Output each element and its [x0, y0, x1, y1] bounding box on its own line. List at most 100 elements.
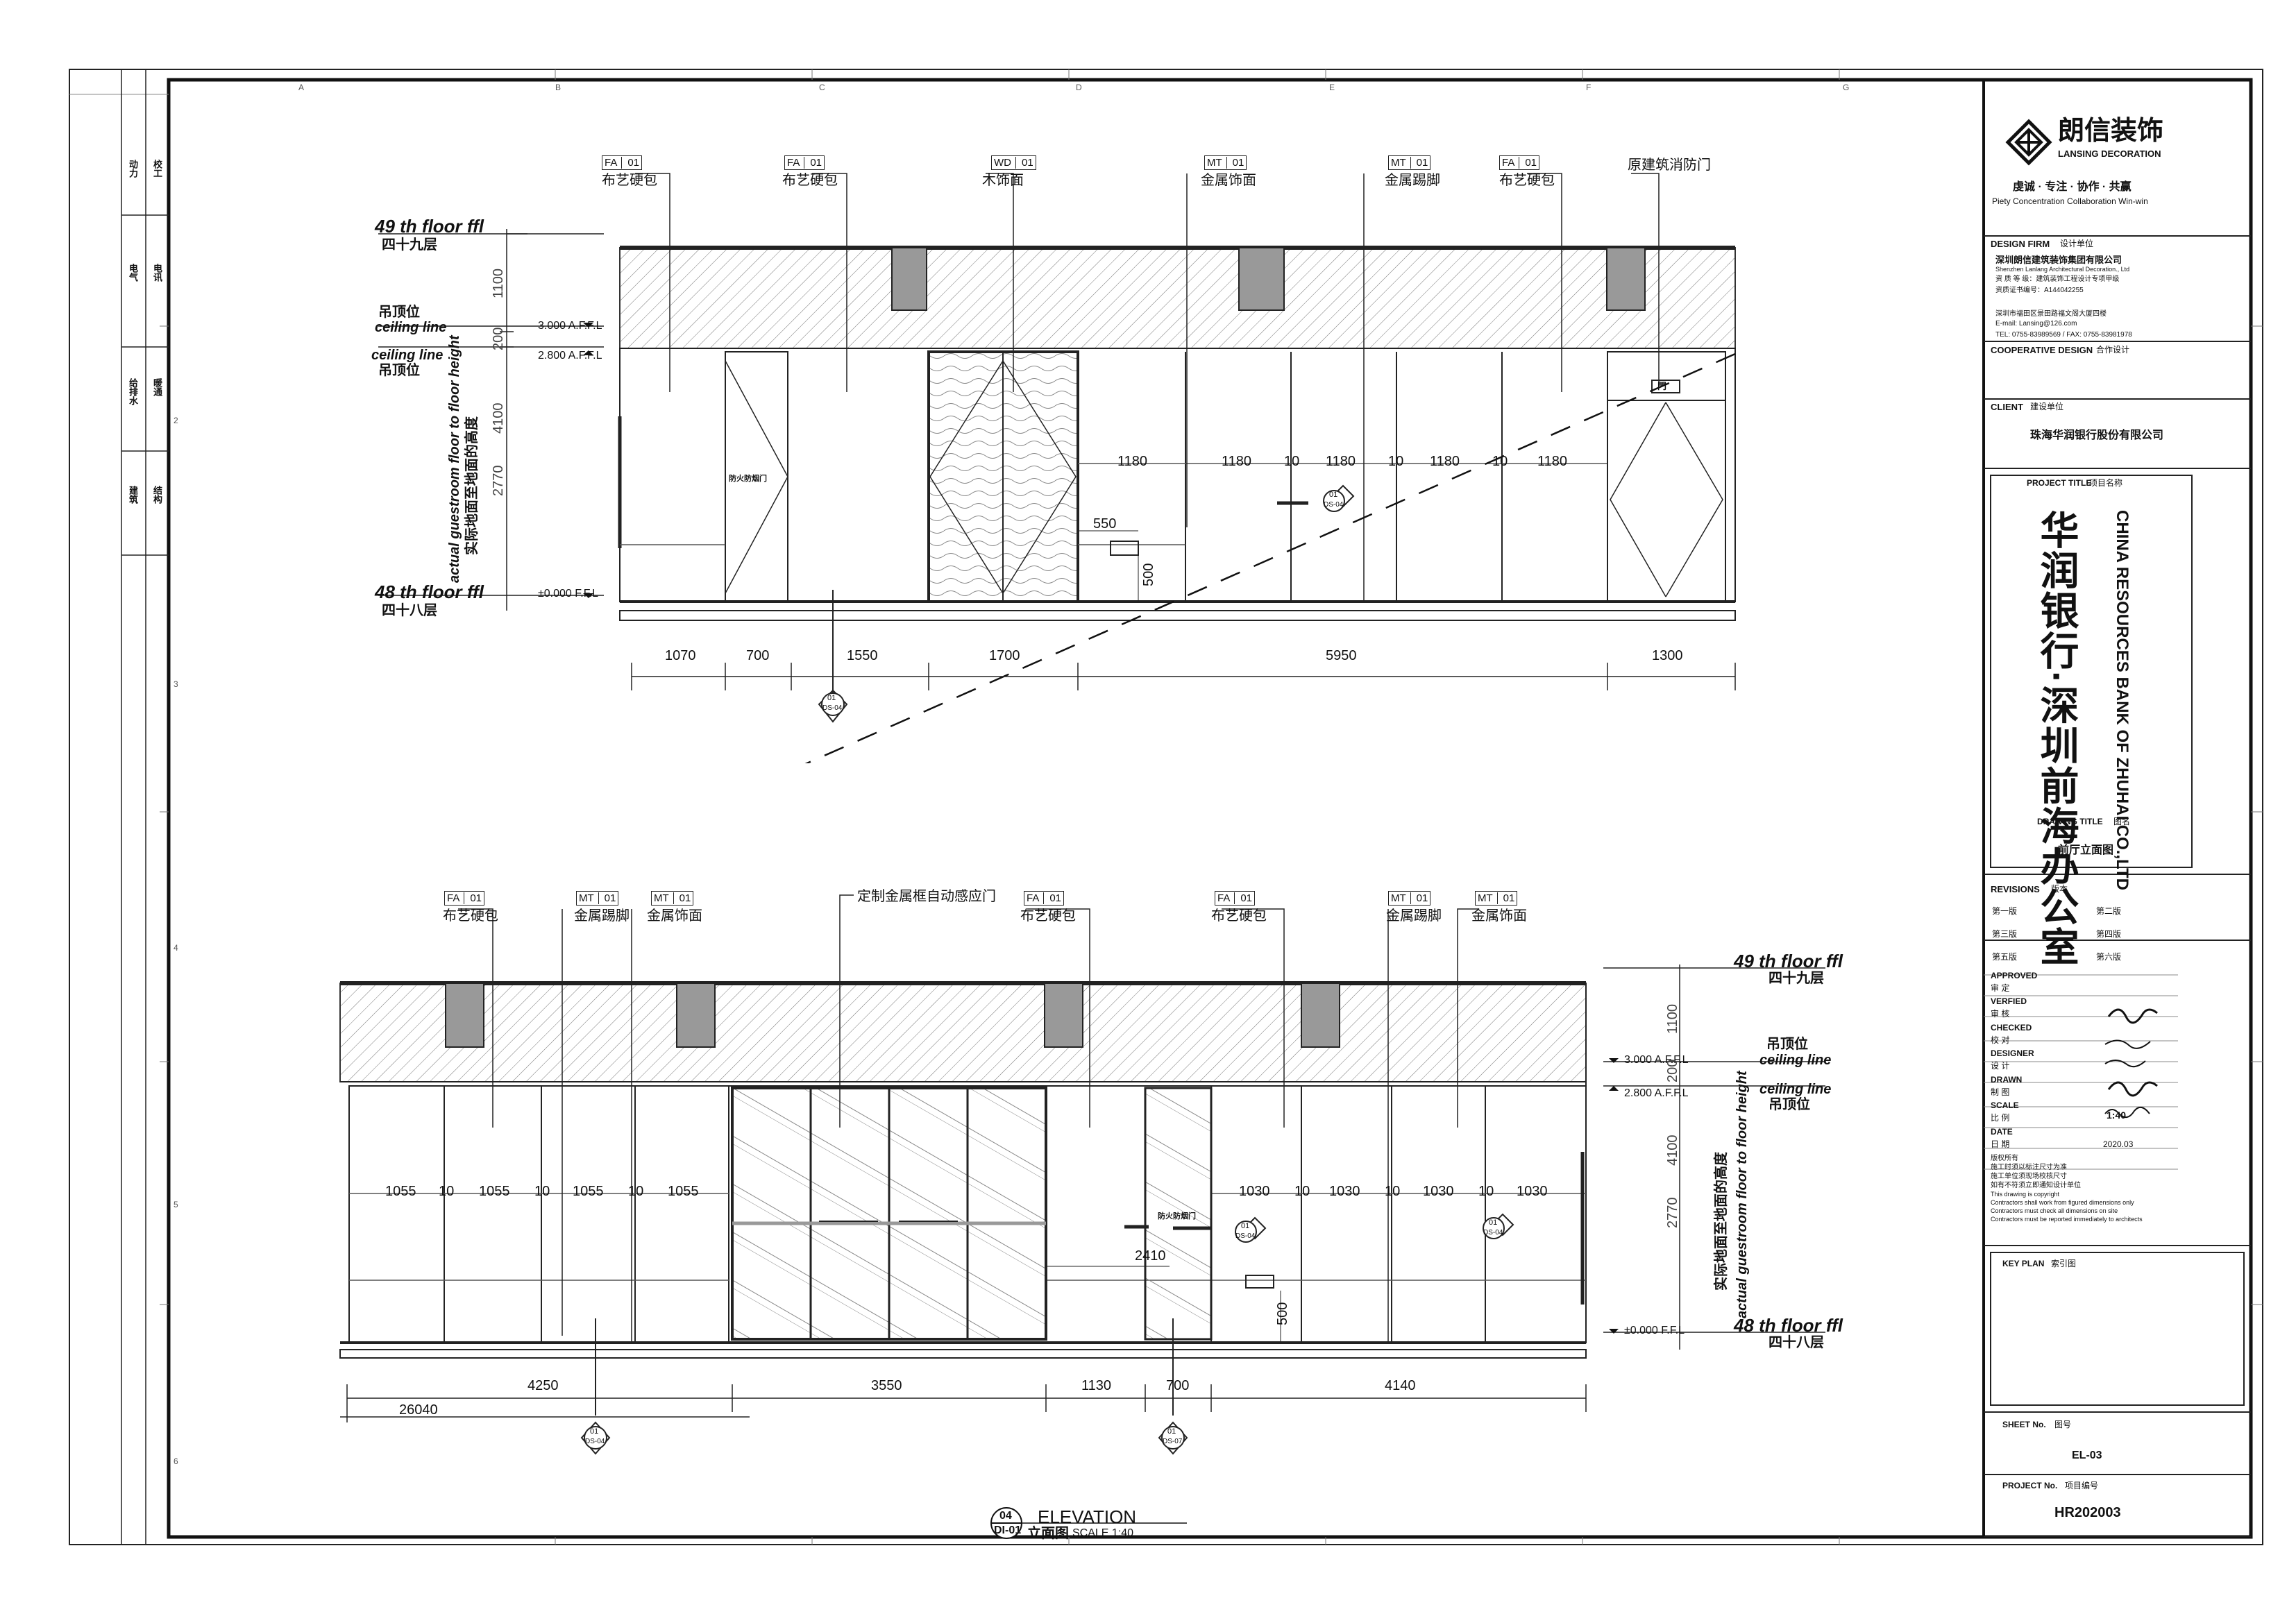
material-label: 布艺硬包 [1499, 173, 1555, 188]
drawing-title-cn: 立面图 [1027, 1526, 1069, 1541]
client-label: CLIENT [1991, 402, 2023, 412]
callout-num: 01 [1241, 1222, 1250, 1230]
vdim: 200 [1665, 1059, 1680, 1082]
panel-dim: 1180 [1537, 454, 1568, 469]
note-auto-door: 定制金属框自动感应门 [857, 889, 996, 904]
panel-dim: 1055 [573, 1184, 604, 1199]
drawing-num: 04 [999, 1510, 1012, 1522]
panel-dim: 1180 [1117, 454, 1148, 469]
total-dim: 26040 [399, 1402, 438, 1418]
ceiling-pos-cn: 吊顶位 [378, 305, 420, 320]
verified-cn: 审 核 [1991, 1009, 2010, 1019]
revisions-cn: 版本 [2051, 884, 2068, 894]
email: E-mail: Lansing@126.com [1995, 320, 2077, 328]
material-label: 布艺硬包 [782, 173, 838, 188]
callout-ref: DS-07 [1163, 1438, 1183, 1445]
note-line: 施工单位须现场校核尺寸 [1991, 1173, 2067, 1180]
note-fire-door: 原建筑消防门 [1628, 158, 1711, 173]
note-line: 施工时须以标注尺寸为准 [1991, 1164, 2067, 1171]
callout-num: 01 [1329, 491, 1338, 499]
vdim: 1100 [491, 268, 506, 298]
level-49-label: 49 th floor ffl [375, 216, 484, 237]
motto-en: Piety Concentration Collaboration Win-wi… [1992, 196, 2148, 206]
drawing-title-symbol [990, 1507, 1187, 1539]
material-label: 金属饰面 [1201, 173, 1256, 188]
sheet-no: EL-03 [2072, 1450, 2102, 1461]
ceiling-line-cn: 吊顶位 [1769, 1097, 1810, 1112]
ceiling-line-en: ceiling line [371, 348, 444, 363]
level-2800: 2.800 A.F.F.L [1624, 1087, 1689, 1099]
bottom-dim: 1070 [665, 648, 696, 663]
drawn-label: DRAWN [1991, 1075, 2023, 1085]
strip-label: 动力 [128, 160, 138, 178]
level-48-label: 48 th floor ffl [1734, 1315, 1843, 1336]
strip-label: 暖通 [152, 378, 162, 396]
strip-label: 建筑 [128, 486, 138, 504]
panel-dim: 10 [534, 1184, 550, 1199]
project-no-cn: 项目编号 [2065, 1481, 2099, 1490]
client-cn: 建设单位 [2030, 402, 2064, 411]
checked-label: CHECKED [1991, 1023, 2032, 1033]
grid-col-g: G [1843, 83, 1850, 92]
drawn-cn: 制 图 [1991, 1087, 2010, 1097]
panel-dim: 1030 [1239, 1184, 1270, 1199]
panel-dim: 10 [1385, 1184, 1401, 1199]
qual-2: 资质证书编号：A144042255 [1995, 287, 2084, 294]
strip-label: 电气 [128, 264, 138, 282]
strip-label: 校工 [152, 160, 162, 178]
vdim: 4100 [1665, 1135, 1680, 1166]
firm-name-en: Shenzhen Lanlang Architectural Decoratio… [1995, 266, 2130, 273]
height-label-cn: 实际地面至地面的高度 [1714, 1152, 1729, 1291]
callout-ref: DS-04 [585, 1438, 605, 1445]
rev-item: 第一版 [1992, 906, 2018, 916]
bottom-dim: 1700 [989, 648, 1020, 663]
level-49-cn: 四十九层 [1769, 971, 1824, 986]
panel-dim: 1180 [1222, 454, 1252, 469]
drawing-title-en: ELEVATION [1038, 1506, 1137, 1527]
material-label: 布艺硬包 [1211, 908, 1267, 924]
panel-dim: 1055 [668, 1184, 699, 1199]
bottom-elevation-drawing [339, 894, 1825, 1455]
panel-dim: 1030 [1423, 1184, 1454, 1199]
grid-col-e: E [1329, 83, 1335, 92]
callout-ref: DS-04 [1483, 1229, 1503, 1237]
panel-dim: 10 [1492, 454, 1508, 469]
ceiling-pos-en: ceiling line [375, 320, 447, 335]
designer-label: DESIGNER [1991, 1048, 2034, 1058]
project-no-label: PROJECT No. [2002, 1481, 2058, 1490]
drawing-title-cn-label: 图名 [2113, 817, 2131, 826]
top-elevation-drawing [378, 173, 1736, 763]
level-0: ±0.000 F.F.L [538, 588, 599, 600]
address: 深圳市福田区景田路福文阁大厦四楼 [1995, 310, 2107, 318]
bottom-dim: 700 [746, 648, 770, 663]
scale-label: SCALE [1991, 1101, 2019, 1110]
strip-label: 给排水 [128, 378, 138, 405]
ceiling-pos-cn: 吊顶位 [1766, 1037, 1808, 1052]
keyplan-label: KEY PLAN [2002, 1259, 2045, 1268]
coop-cn: 合作设计 [2096, 345, 2130, 355]
level-3000: 3.000 A.F.F.L [538, 320, 602, 332]
callout-ref: DS-04 [1235, 1232, 1256, 1240]
project-title-label: PROJECT TITLE [2027, 478, 2092, 488]
project-name-en: CHINA RESOURCES BANK OF ZHUHAI CO.,LTD [2113, 510, 2132, 890]
ceiling-pos-en: ceiling line [1759, 1053, 1832, 1068]
note-line: Contractors shall work from figured dime… [1991, 1199, 2134, 1206]
panel-dim: 1055 [479, 1184, 510, 1199]
level-0: ±0.000 F.F.L [1624, 1325, 1685, 1336]
height-label-en: actual guestroom floor to floor height [1734, 1071, 1750, 1318]
door-label: 防火防烟门 [729, 475, 767, 483]
dim-550: 550 [1093, 516, 1117, 532]
level-49-cn: 四十九层 [382, 237, 437, 253]
callout-num: 01 [590, 1427, 599, 1436]
bottom-dim: 4140 [1385, 1378, 1416, 1393]
callout-ref: DS-04 [822, 704, 843, 712]
panel-dim: 10 [1294, 1184, 1310, 1199]
rev-item: 第六版 [2096, 952, 2122, 962]
design-firm-label: DESIGN FIRM [1991, 239, 2050, 249]
panel-dim: 10 [1388, 454, 1404, 469]
rev-item: 第三版 [1992, 929, 2018, 939]
